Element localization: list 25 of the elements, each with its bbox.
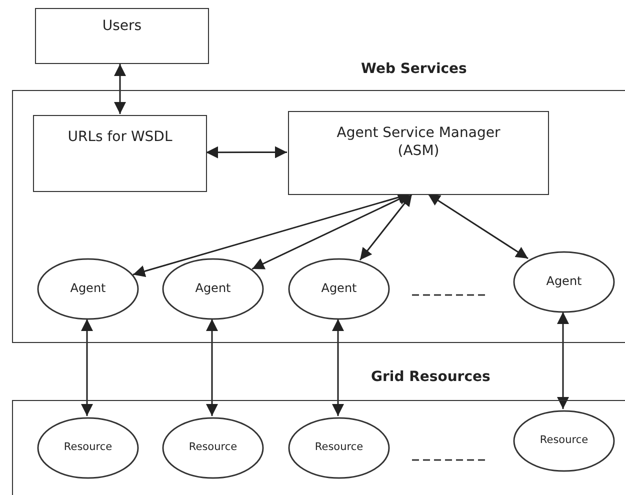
node-label: Agent Service Manager (ASM) <box>336 124 502 160</box>
node-label: Resource <box>188 441 238 455</box>
group-heading: Grid Resources <box>371 369 490 385</box>
node-label: Agent <box>194 281 232 297</box>
node-label: Agent <box>320 281 358 297</box>
double-arrow <box>206 319 218 416</box>
node-label: Resource <box>62 441 114 455</box>
double-arrow <box>206 146 287 158</box>
node-label: Resource <box>314 441 364 455</box>
double-arrow <box>252 193 410 270</box>
node-label: Resource <box>538 434 590 448</box>
double-arrow <box>114 64 126 114</box>
node-label: Users <box>101 17 143 36</box>
double-arrow <box>428 193 528 260</box>
node-label: Agent <box>69 281 107 297</box>
double-arrow <box>359 194 413 260</box>
group-heading: Web Services <box>361 61 467 77</box>
double-arrow <box>332 319 344 416</box>
node-label: Agent <box>545 274 583 290</box>
node-label: URLs for WSDL <box>66 128 174 146</box>
process-box <box>33 115 207 192</box>
double-arrow <box>81 319 93 416</box>
process-box <box>288 111 549 195</box>
process-box <box>35 8 209 64</box>
double-arrow <box>557 312 569 409</box>
